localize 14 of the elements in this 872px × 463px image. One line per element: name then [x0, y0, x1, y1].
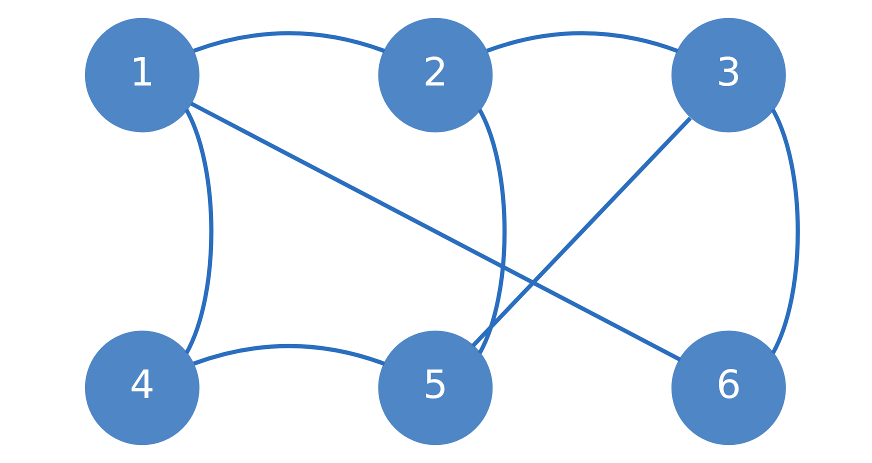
node-circle: 4 [84, 330, 199, 446]
connector [184, 108, 213, 354]
node-circle: 6 [670, 330, 786, 446]
connector [486, 31, 678, 54]
connector [192, 31, 385, 54]
connector [192, 344, 385, 366]
connector [477, 108, 506, 354]
node-circle: 5 [378, 330, 492, 446]
node-circle: 3 [670, 18, 786, 132]
node-circle: 1 [84, 18, 199, 132]
connector [470, 116, 692, 348]
connector [190, 102, 681, 362]
connector [770, 108, 800, 354]
node-circle: 2 [378, 18, 492, 132]
